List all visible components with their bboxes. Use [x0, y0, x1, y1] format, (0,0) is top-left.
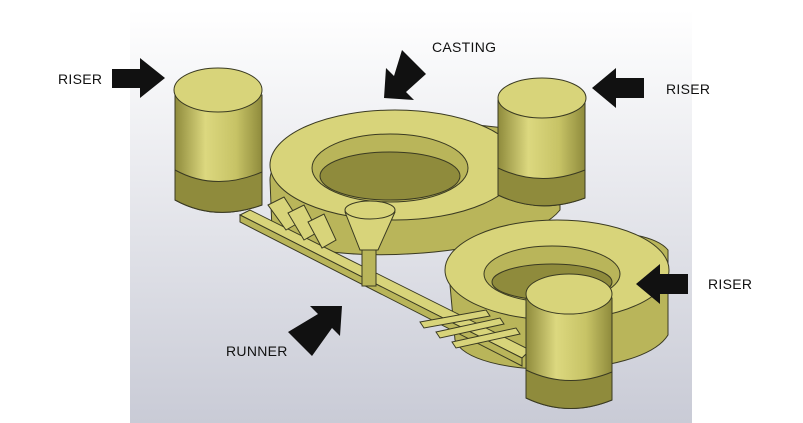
arrow-casting — [384, 50, 426, 100]
gate — [435, 317, 505, 339]
label-riser-right: RISER — [708, 276, 753, 292]
label-casting: CASTING — [432, 39, 497, 55]
gate — [451, 327, 521, 349]
arrow-riser-right — [636, 264, 688, 304]
pouring-cup-top — [344, 200, 396, 220]
left-ring-hole-inner — [319, 151, 461, 201]
sprue — [361, 247, 377, 287]
riser-top-right — [497, 77, 587, 207]
riser-right — [525, 273, 613, 409]
gate — [307, 213, 337, 249]
riser-top-left — [173, 67, 263, 213]
arrow-riser-top-left — [112, 58, 165, 98]
arrow-riser-top-right — [592, 68, 644, 108]
arrow-runner — [288, 306, 342, 356]
gate — [419, 309, 491, 329]
arrows — [112, 50, 688, 356]
label-riser-top-left: RISER — [58, 71, 103, 87]
label-riser-top-right: RISER — [666, 81, 711, 97]
label-runner: RUNNER — [226, 343, 288, 359]
